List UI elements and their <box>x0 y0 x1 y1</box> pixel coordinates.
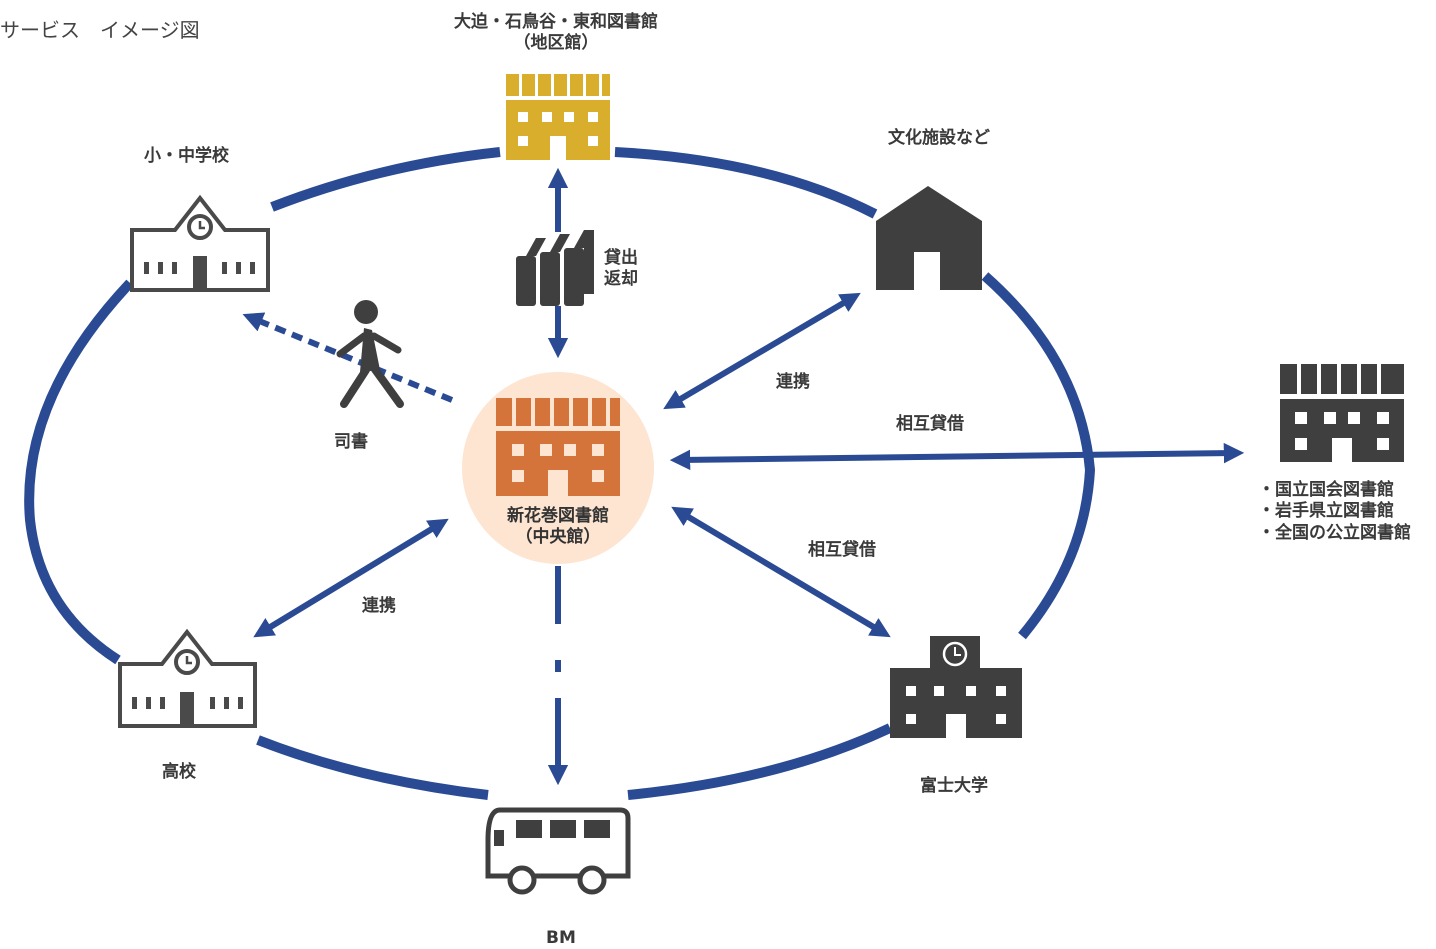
central-library-label: 新花巻図書館 （中央館） <box>507 506 609 549</box>
school-clock-icon <box>130 194 270 292</box>
return-text: 返却 <box>604 269 638 290</box>
books-icon <box>516 230 594 306</box>
university-building-icon <box>890 636 1022 738</box>
culture-link-label: 連携 <box>776 372 810 392</box>
diagram-title: サービス イメージ図 <box>0 18 200 42</box>
university-interlibrary-label: 相互貸借 <box>808 540 876 560</box>
ring-segment <box>627 723 893 800</box>
library-building-icon <box>496 398 620 496</box>
list-item: ・国立国会図書館 <box>1258 480 1394 500</box>
library-building-icon <box>1280 364 1404 462</box>
librarian-label: 司書 <box>334 432 368 452</box>
list-item: ・岩手県立図書館 <box>1258 501 1394 522</box>
branch-library-label: 大迫・石鳥谷・東和図書館 （地区館） <box>454 12 658 55</box>
external-interlibrary-label: 相互貸借 <box>896 414 964 434</box>
library-building-icon <box>506 74 610 160</box>
central-library-name: 新花巻図書館 <box>507 506 609 526</box>
walking-person-icon <box>336 300 404 408</box>
elementary-school-label: 小・中学校 <box>144 146 229 166</box>
high-school-label: 高校 <box>162 762 196 782</box>
branch-library-name: 大迫・石鳥谷・東和図書館 <box>454 12 658 32</box>
bus-icon <box>485 807 631 895</box>
university-label: 富士大学 <box>920 776 988 796</box>
lending-text: 貸出 <box>604 248 638 268</box>
culture-facility-label: 文化施設など <box>888 128 990 148</box>
university-interlibrary-arrow <box>671 506 891 638</box>
branch-library-type: （地区館） <box>513 33 599 54</box>
librarian-visit-arrow <box>242 312 454 403</box>
list-item: ・全国の公立図書館 <box>1258 522 1411 543</box>
external-library-list: ・国立国会図書館 ・岩手県立図書館 ・全国の公立図書館 <box>1258 480 1411 544</box>
lending-label: 貸出 返却 <box>604 248 638 291</box>
school-clock-icon <box>118 628 257 728</box>
ring-segment <box>614 147 878 219</box>
bookmobile-label: BM <box>546 928 576 948</box>
high-school-link-arrow <box>253 518 449 638</box>
external-interlibrary-arrow <box>669 442 1245 471</box>
ring-segment <box>24 279 134 665</box>
culture-link-arrow <box>663 292 861 410</box>
service-ring <box>24 147 1096 800</box>
central-library-type: （中央館） <box>515 527 601 548</box>
house-icon <box>876 186 982 290</box>
ring-segment <box>270 147 501 212</box>
high-school-link-label: 連携 <box>362 596 396 616</box>
ring-segment <box>256 735 489 800</box>
